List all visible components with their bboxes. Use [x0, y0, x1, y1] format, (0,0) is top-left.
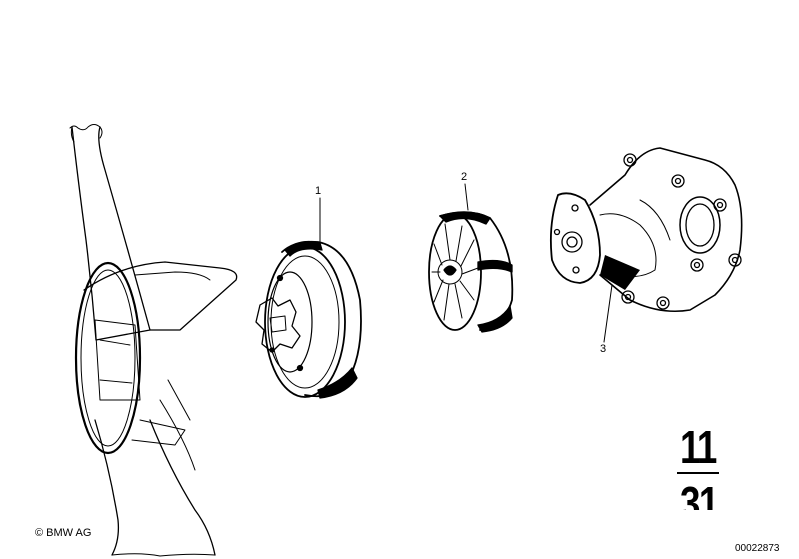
part-3-water-pump — [549, 147, 743, 313]
fan-assembly — [69, 124, 238, 557]
callout-3: 3 — [600, 343, 607, 355]
part-1-viscous-coupling — [255, 240, 362, 399]
sub-group-number: 31 — [680, 480, 718, 510]
document-number: 00022873 — [735, 543, 780, 554]
group-divider — [677, 472, 719, 474]
part-2-clutch-disc — [428, 211, 514, 333]
main-group-number: 11 — [680, 421, 717, 473]
callout-2: 2 — [461, 171, 468, 183]
leader-lines — [319, 183, 613, 343]
callout-1: 1 — [315, 185, 322, 197]
copyright-label: © BMW AG — [35, 527, 92, 539]
